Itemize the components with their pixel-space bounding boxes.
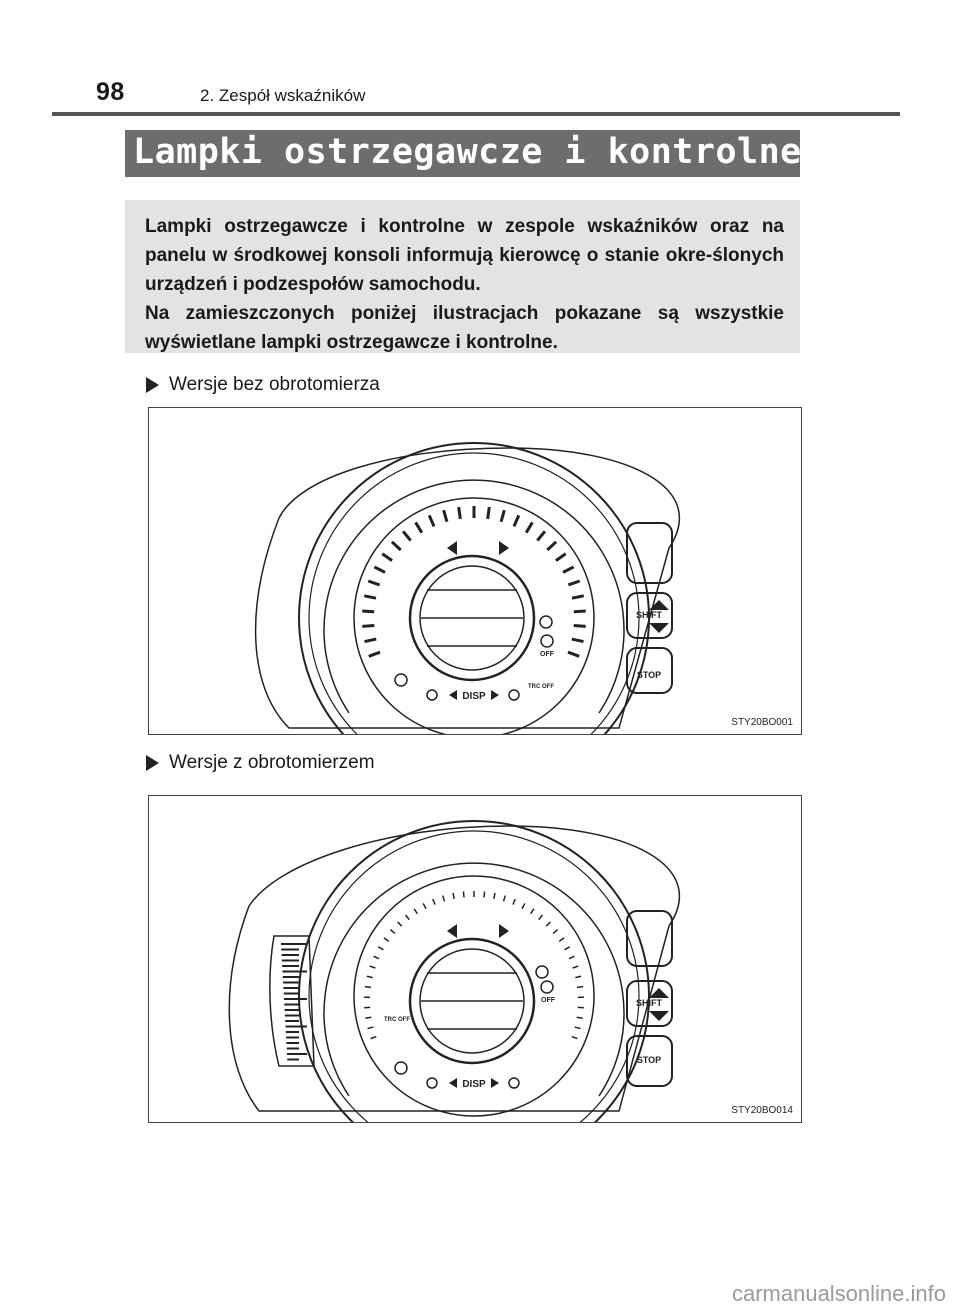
gauge-tick: [373, 565, 386, 574]
gauge-tick: [574, 1026, 581, 1030]
gauge-tick: [367, 1026, 374, 1030]
gauge-tick: [452, 892, 455, 900]
gauge-tick: [368, 650, 381, 658]
gauge-tick: [493, 892, 496, 900]
gauge-tick: [397, 921, 403, 927]
gauge-tick: [457, 506, 462, 520]
page-number: 98: [96, 78, 125, 106]
gauge-tick: [571, 594, 585, 600]
figure-code: STY20BO001: [731, 717, 793, 728]
gauge-tick: [486, 506, 491, 520]
gauge-tick: [362, 623, 375, 628]
gauge-tick: [462, 891, 465, 898]
gauge-tick: [367, 579, 381, 587]
shift-button-label: SHIFT: [636, 610, 663, 620]
gauge-tick: [364, 637, 377, 644]
gauge-tick: [571, 1035, 578, 1040]
gauge-tick: [389, 928, 396, 935]
trc-off-label: TRC OFF: [528, 684, 554, 690]
gauge-tick: [499, 509, 506, 523]
auto-off-label: OFF: [540, 651, 555, 658]
figure-code: STY20BO014: [731, 1105, 793, 1116]
disp-button-label: DISP: [462, 691, 486, 702]
gauge-tick: [524, 521, 534, 534]
chapter-title: 2. Zespół wskaźników: [200, 86, 366, 105]
bullet-triangle-icon: [146, 755, 159, 771]
variant-label-text: Wersje bez obrotomierza: [169, 374, 380, 395]
gauge-tick: [512, 898, 516, 905]
gauge-tick: [571, 637, 584, 644]
intro-text: Lampki ostrzegawcze i kontrolne w zespol…: [145, 212, 784, 357]
gauge-tick: [404, 914, 410, 921]
gauge-tick: [552, 928, 559, 935]
variant-label-no-tachometer: Wersje bez obrotomierza: [146, 374, 380, 396]
gauge-tick: [572, 965, 579, 969]
figure-cluster-with-tachometer: DISP SHIFT STOP OFF TRC OFF STY20BO014: [148, 795, 802, 1123]
intro-box: Lampki ostrzegawcze i kontrolne w zespol…: [125, 200, 800, 353]
gauge-tick: [422, 903, 427, 910]
watermark: carmanualsonline.info: [731, 1281, 946, 1306]
gauge-tick: [538, 914, 544, 921]
bullet-triangle-icon: [146, 377, 159, 393]
gauge-tick: [568, 955, 575, 960]
gauge-tick: [555, 552, 567, 562]
variant-label-text: Wersje z obrotomierzem: [169, 752, 375, 773]
gauge-tick: [413, 908, 418, 915]
gauge-tick: [512, 514, 521, 527]
gauge-tick: [575, 975, 582, 979]
gauge-tick: [567, 579, 581, 587]
gauge-tick: [576, 1016, 583, 1019]
gauge-tick: [363, 594, 377, 600]
section-title: Lampki ostrzegawcze i kontrolne: [133, 132, 802, 172]
instrument-cluster-illustration: DISP SHIFT STOP OFF TRC OFF: [254, 442, 681, 734]
gauge-tick: [577, 985, 584, 989]
gauge-tick: [546, 540, 558, 552]
gauge-tick: [381, 552, 393, 562]
gauge-tick: [521, 903, 526, 910]
variant-label-with-tachometer: Wersje z obrotomierzem: [146, 752, 375, 774]
intro-line: Na zamieszczonych poniżej ilustracjach p…: [145, 303, 784, 353]
gauge-tick: [530, 908, 535, 915]
gauge-tick: [573, 623, 586, 628]
trc-off-label: TRC OFF: [384, 1017, 410, 1023]
instrument-cluster-illustration: DISP SHIFT STOP OFF TRC OFF: [228, 820, 681, 1122]
gauge-tick: [362, 609, 375, 614]
shift-button-label: SHIFT: [636, 998, 663, 1008]
gauge-tick: [558, 937, 565, 942]
figure-cluster-no-tachometer: DISP SHIFT STOP OFF TRC OFF STY20BO001: [148, 407, 802, 735]
gauge-tick: [536, 530, 547, 542]
gauge-tick: [390, 540, 402, 552]
stop-button-label: STOP: [637, 1055, 661, 1065]
gauge-tick: [427, 514, 436, 527]
gauge-tick: [369, 965, 376, 969]
gauge-tick: [401, 530, 412, 542]
gauge-tick: [483, 891, 486, 898]
gauge-tick: [502, 895, 506, 902]
intro-line: Lampki ostrzegawcze i kontrolne w zespol…: [145, 216, 784, 295]
gauge-tick: [364, 985, 371, 989]
gauge-tick: [567, 650, 580, 658]
gauge-tick: [573, 609, 586, 614]
gauge-tick: [370, 1035, 377, 1040]
gauge-tick: [373, 955, 380, 960]
gauge-tick: [383, 937, 390, 942]
gauge-tick: [442, 895, 446, 902]
stop-button-label: STOP: [637, 670, 661, 680]
gauge-tick: [564, 946, 571, 951]
gauge-tick: [414, 521, 424, 534]
gauge-tick: [377, 946, 384, 951]
gauge-tick: [562, 565, 575, 574]
gauge-tick: [365, 1016, 372, 1019]
section-title-banner: Lampki ostrzegawcze i kontrolne: [125, 130, 802, 177]
gauge-tick: [366, 975, 373, 979]
gauge-tick: [442, 509, 449, 523]
header-divider: [52, 112, 900, 116]
auto-off-label: OFF: [541, 997, 556, 1004]
gauge-tick: [432, 898, 436, 905]
disp-button-label: DISP: [462, 1079, 486, 1090]
gauge-tick: [545, 921, 551, 927]
